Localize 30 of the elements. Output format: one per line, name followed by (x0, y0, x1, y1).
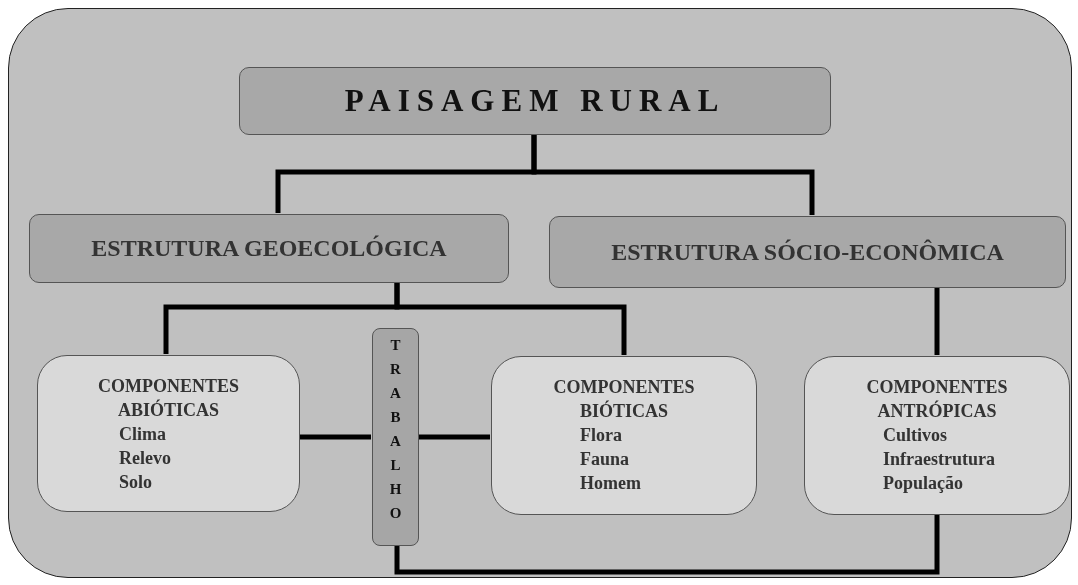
heading-text: COMPONENTES ABIÓTICAS (97, 375, 240, 422)
list-item: Homem (580, 472, 641, 495)
list-item: Infraestrutura (883, 448, 995, 471)
list-item: Fauna (580, 448, 630, 471)
heading-text: ESTRUTURA GEOECOLÓGICA (91, 235, 447, 262)
list-item: Flora (580, 424, 622, 447)
connector-line (394, 514, 940, 575)
background-panel (8, 8, 1072, 578)
component-box (491, 356, 757, 515)
heading-text: COMPONENTES ANTRÓPICAS (865, 376, 1009, 423)
connector-line (299, 434, 371, 440)
structure-box (549, 216, 1066, 288)
list-item: Solo (119, 471, 152, 494)
connector-line (394, 282, 627, 355)
list-item: Cultivos (883, 424, 947, 447)
connector-line (934, 287, 940, 355)
list-item: População (883, 472, 963, 495)
component-box (804, 356, 1070, 515)
component-box (37, 355, 300, 512)
structure-box (29, 214, 509, 283)
heading-text: COMPONENTES BIÓTICAS (552, 376, 696, 423)
heading-text: ESTRUTURA SÓCIO-ECONÔMICA (611, 238, 1004, 266)
title-text: PAISAGEM RURAL (344, 83, 726, 119)
connector-line (418, 434, 490, 440)
title-box (239, 67, 831, 135)
vertical-box (372, 328, 419, 546)
list-item: Clima (119, 423, 166, 446)
vertical-text: TRABALHO (388, 336, 403, 523)
connector-line (531, 134, 815, 215)
list-item: Relevo (119, 447, 171, 470)
